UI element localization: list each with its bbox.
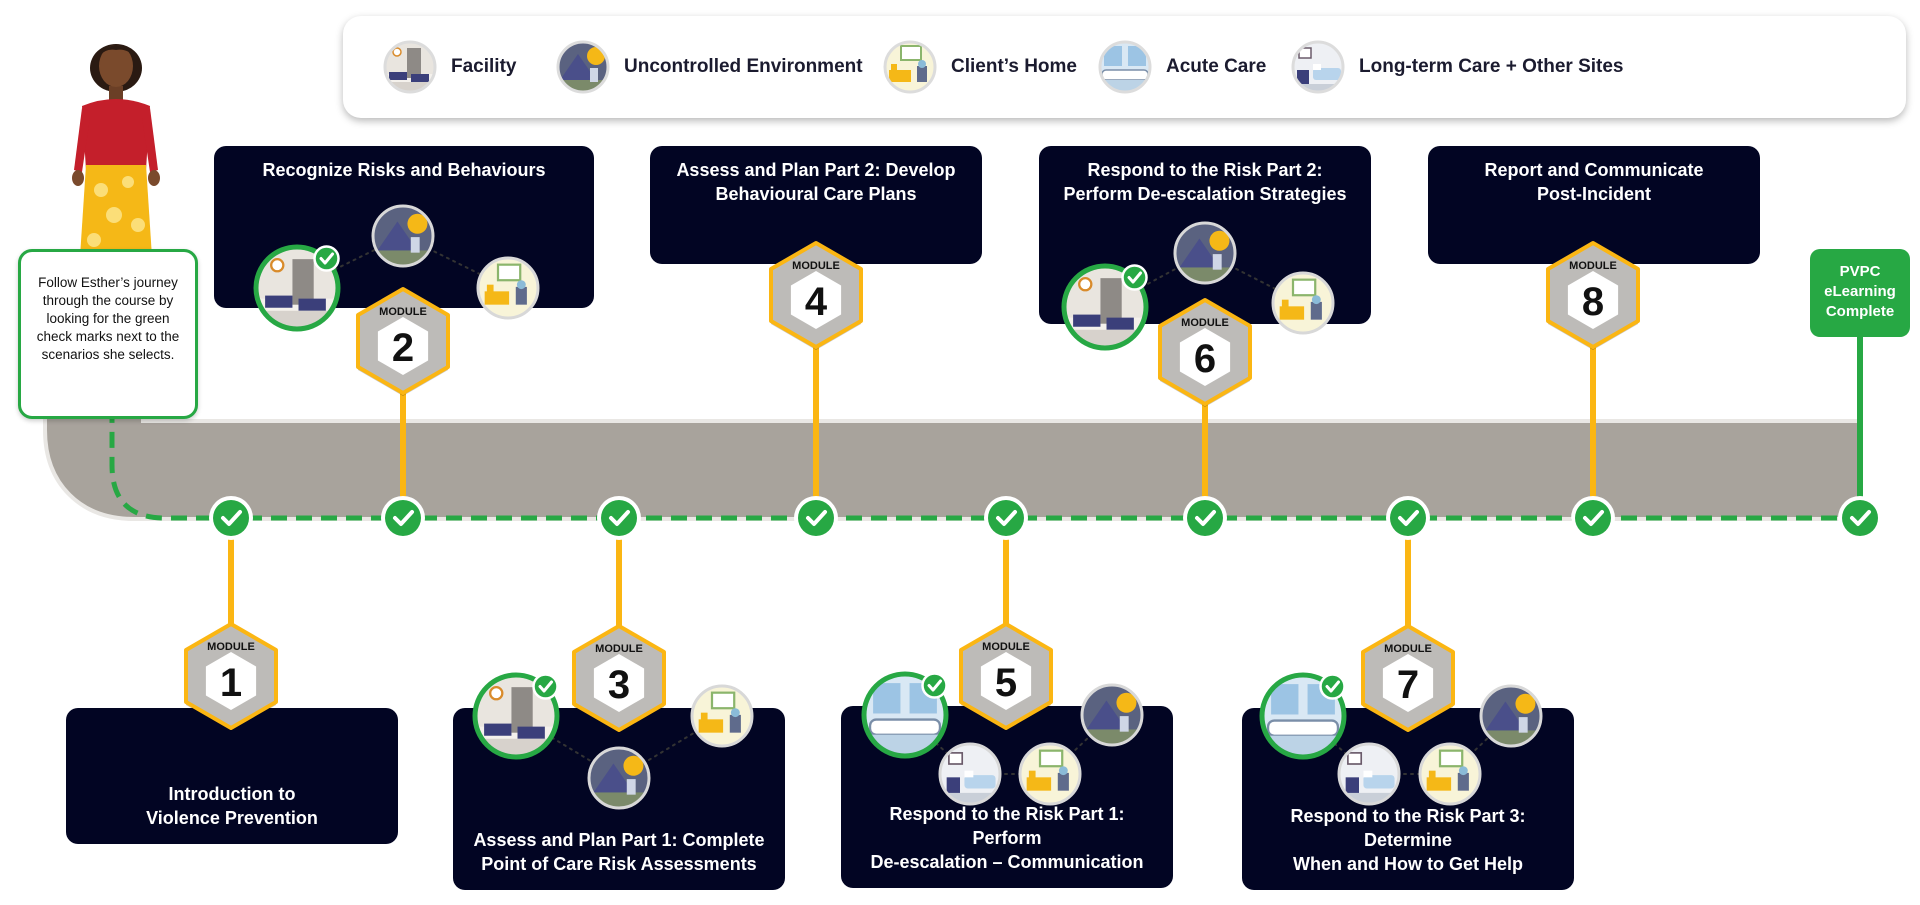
legend-label: Client’s Home bbox=[951, 56, 1077, 77]
module-number: 2 bbox=[392, 326, 414, 370]
module-number: 3 bbox=[608, 663, 630, 707]
module-number: 5 bbox=[995, 661, 1017, 705]
module-6-title: Respond to the Risk Part 2:Perform De-es… bbox=[1063, 160, 1347, 204]
scenario-facility-icon bbox=[253, 244, 341, 332]
module-number: 1 bbox=[220, 661, 242, 705]
module-number: 7 bbox=[1397, 663, 1419, 707]
module-1-checkpoint-icon bbox=[209, 496, 253, 540]
module-5-scenarios bbox=[861, 671, 1144, 806]
complete-line: eLearning bbox=[1824, 283, 1896, 300]
module-7-badge: MODULE 7 bbox=[1361, 624, 1455, 733]
scenario-long-term-icon bbox=[938, 742, 1002, 806]
module-5-checkpoint-icon bbox=[984, 496, 1028, 540]
module-2-badge: MODULE 2 bbox=[356, 287, 450, 396]
legend-clients-home: Client’s Home bbox=[883, 16, 1077, 118]
course-complete-box: PVPC eLearning Complete bbox=[1810, 249, 1910, 337]
scenario-legend: Facility Uncontrolled Environment Client… bbox=[343, 16, 1906, 118]
journey-path-line bbox=[109, 418, 1862, 521]
module-badge-label: MODULE bbox=[1569, 260, 1617, 272]
facility-scene-icon bbox=[383, 40, 437, 94]
selected-check-icon bbox=[921, 672, 948, 699]
module-2-checkpoint-icon bbox=[381, 496, 425, 540]
legend-uncontrolled-environment: Uncontrolled Environment bbox=[556, 16, 863, 118]
legend-label: Uncontrolled Environment bbox=[624, 56, 863, 77]
module-8-checkpoint-icon bbox=[1571, 496, 1615, 540]
completion-checkpoint-icon bbox=[1838, 496, 1882, 540]
scenario-home-icon bbox=[1018, 742, 1082, 806]
module-2-title: Recognize Risks and Behaviours bbox=[262, 160, 546, 180]
long-term-care-scene-icon bbox=[1291, 40, 1345, 94]
module-badge-label: MODULE bbox=[982, 641, 1030, 653]
module-6-checkpoint-icon bbox=[1183, 496, 1227, 540]
legend-facility: Facility bbox=[383, 16, 516, 118]
module-7-checkpoint-icon bbox=[1386, 496, 1430, 540]
scenario-uncontrolled-icon bbox=[1173, 221, 1237, 285]
selected-check-icon bbox=[1319, 673, 1346, 700]
module-badge-label: MODULE bbox=[595, 643, 643, 655]
legend-label: Long-term Care + Other Sites bbox=[1359, 56, 1624, 77]
acute-care-scene-icon bbox=[1098, 40, 1152, 94]
module-badge-label: MODULE bbox=[1181, 317, 1229, 329]
module-8-badge: MODULE 8 bbox=[1546, 241, 1640, 350]
module-number: 6 bbox=[1194, 337, 1216, 381]
legend-label: Facility bbox=[451, 56, 517, 77]
scenario-uncontrolled-icon bbox=[1479, 684, 1543, 748]
legend-label: Acute Care bbox=[1166, 56, 1267, 77]
selected-check-icon bbox=[1121, 264, 1148, 291]
scenario-home-icon bbox=[690, 684, 754, 748]
module-3-badge: MODULE 3 bbox=[572, 624, 666, 733]
scenario-facility-icon bbox=[1061, 263, 1149, 351]
selected-check-icon bbox=[532, 673, 559, 700]
module-badge-label: MODULE bbox=[207, 641, 255, 653]
scenario-facility-icon bbox=[472, 672, 560, 760]
module-number: 4 bbox=[805, 280, 828, 324]
module-badge-label: MODULE bbox=[379, 306, 427, 318]
module-4-badge: MODULE 4 bbox=[769, 241, 863, 350]
scenario-acute-icon bbox=[1259, 672, 1347, 760]
module-number: 8 bbox=[1582, 280, 1604, 324]
selected-check-icon bbox=[313, 245, 340, 272]
module-1-badge: MODULE 1 bbox=[184, 622, 278, 731]
scenario-link bbox=[1104, 252, 1206, 308]
clients-home-scene-icon bbox=[883, 40, 937, 94]
module-badge-label: MODULE bbox=[792, 260, 840, 272]
scenario-acute-icon bbox=[861, 671, 949, 759]
scenario-home-icon bbox=[1418, 742, 1482, 806]
intro-instruction-note: Follow Esther’s journey through the cour… bbox=[18, 249, 198, 419]
module-2-scenarios bbox=[253, 204, 540, 332]
module-4-checkpoint-icon bbox=[794, 496, 838, 540]
module-6-scenarios bbox=[1061, 221, 1335, 351]
module-5-badge: MODULE 5 bbox=[959, 622, 1053, 731]
legend-acute-care: Acute Care bbox=[1098, 16, 1266, 118]
scenario-long-term-icon bbox=[1337, 742, 1401, 806]
complete-line: PVPC bbox=[1839, 263, 1881, 280]
uncontrolled-environment-scene-icon bbox=[556, 40, 610, 94]
scenario-uncontrolled-icon bbox=[587, 746, 651, 810]
module-6-badge: MODULE 6 bbox=[1158, 298, 1252, 407]
module-3-checkpoint-icon bbox=[597, 496, 641, 540]
scenario-uncontrolled-icon bbox=[371, 204, 435, 268]
legend-long-term-care: Long-term Care + Other Sites bbox=[1291, 16, 1623, 118]
scenario-home-icon bbox=[1271, 271, 1335, 335]
module-7-scenarios bbox=[1259, 672, 1543, 806]
module-3-scenarios bbox=[472, 672, 754, 810]
scenario-uncontrolled-icon bbox=[1080, 683, 1144, 747]
module-badge-label: MODULE bbox=[1384, 643, 1432, 655]
complete-line: Complete bbox=[1825, 303, 1895, 320]
scenario-home-icon bbox=[476, 256, 540, 320]
